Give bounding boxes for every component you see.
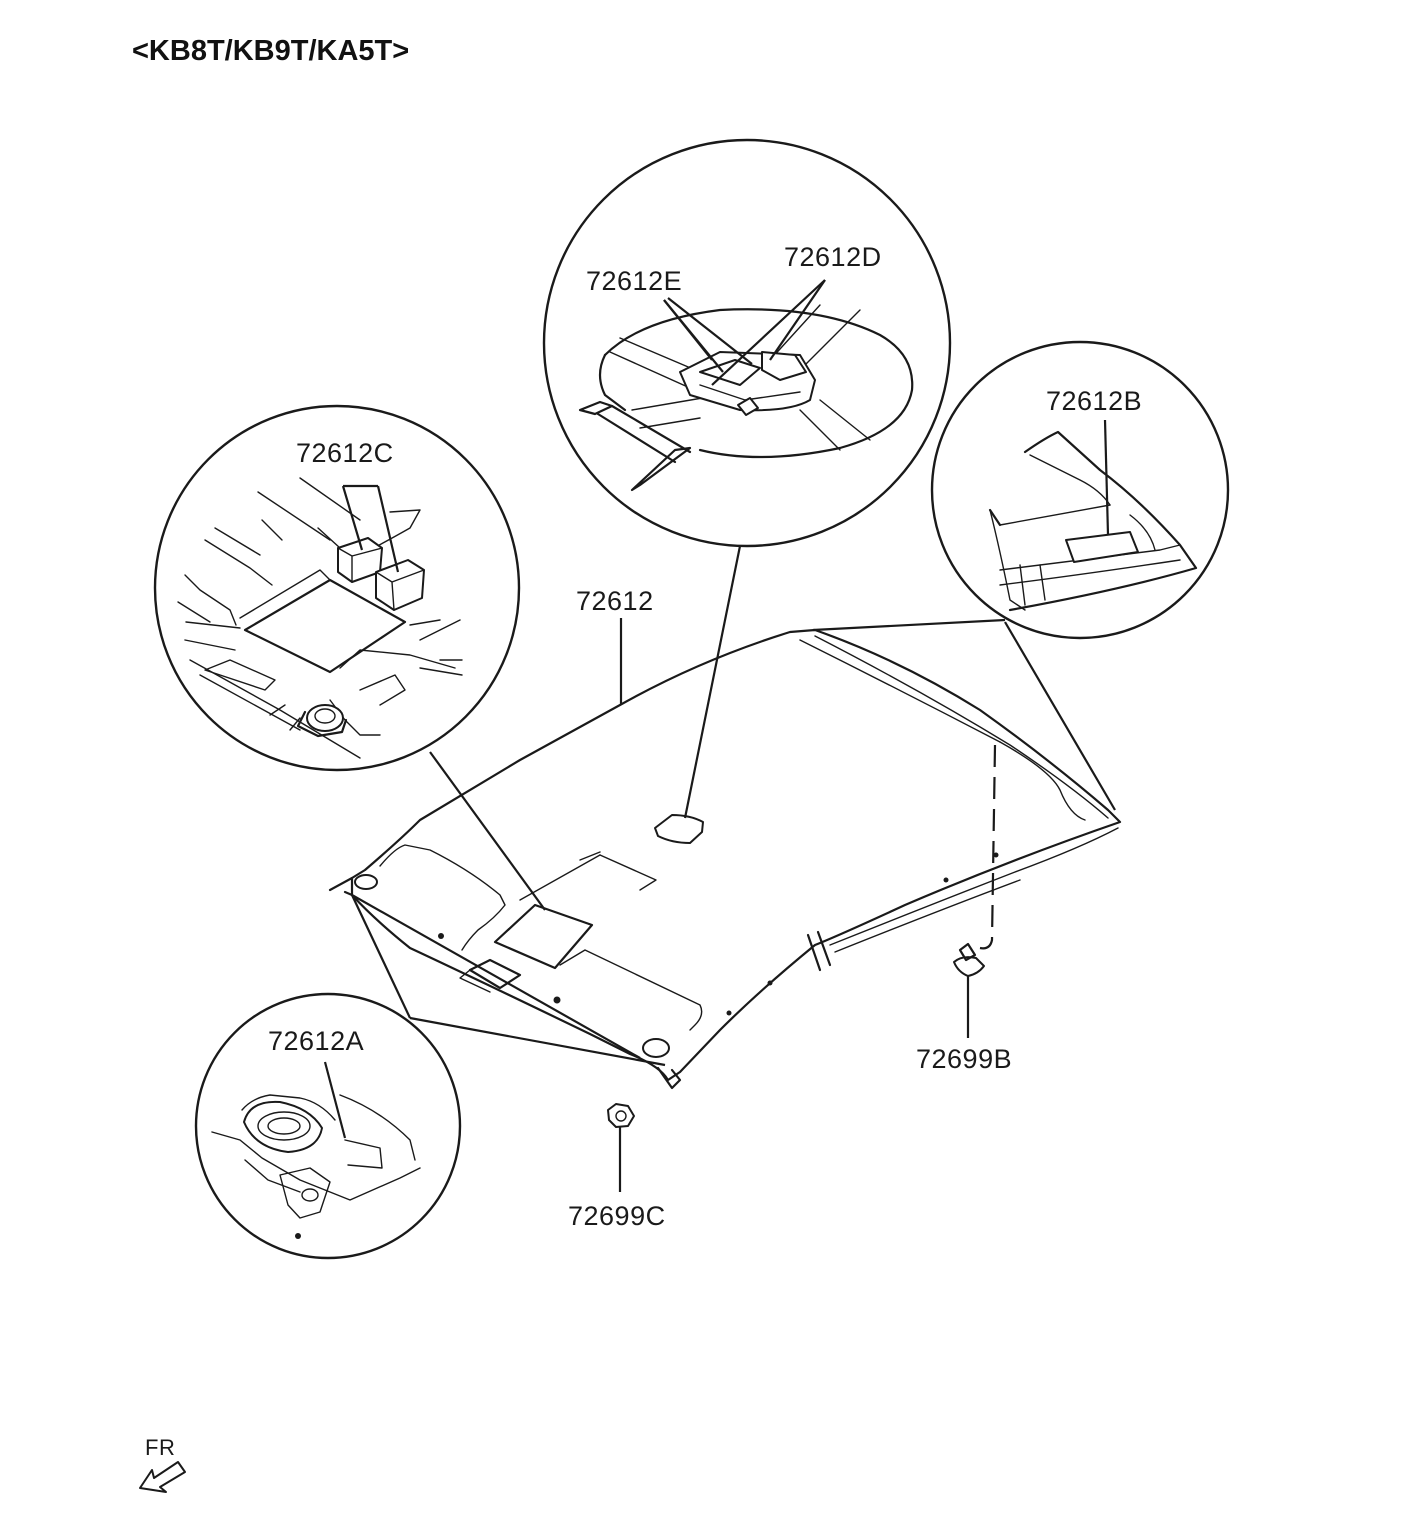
label-72612e: 72612E [586, 266, 682, 296]
label-72699c: 72699C [568, 1201, 666, 1231]
clip-72699b-icon [953, 942, 985, 982]
label-72612: 72612 [576, 586, 654, 616]
front-arrow-icon [139, 1461, 186, 1493]
detail-circle-d-e [542, 138, 952, 548]
headlining-panel [328, 628, 1122, 1090]
part-labels: 72612 72612A 72612B 72612C 72612D 72612E… [268, 242, 1142, 1231]
label-72612b: 72612B [1046, 386, 1142, 416]
front-direction-marker: FR [139, 1435, 186, 1493]
diagram-title: <KB8T/KB9T/KA5T> [132, 35, 409, 67]
detail-circle-a [194, 992, 462, 1260]
label-72612a: 72612A [268, 1026, 364, 1056]
front-label: FR [145, 1435, 175, 1460]
detail-circle-c [153, 404, 521, 772]
label-72612d: 72612D [784, 242, 882, 272]
label-72699b: 72699B [916, 1044, 1012, 1074]
leader-lines [351, 545, 1116, 1192]
label-72612c: 72612C [296, 438, 394, 468]
clip-72699c-icon [607, 1103, 635, 1128]
detail-circle-b [930, 340, 1230, 640]
